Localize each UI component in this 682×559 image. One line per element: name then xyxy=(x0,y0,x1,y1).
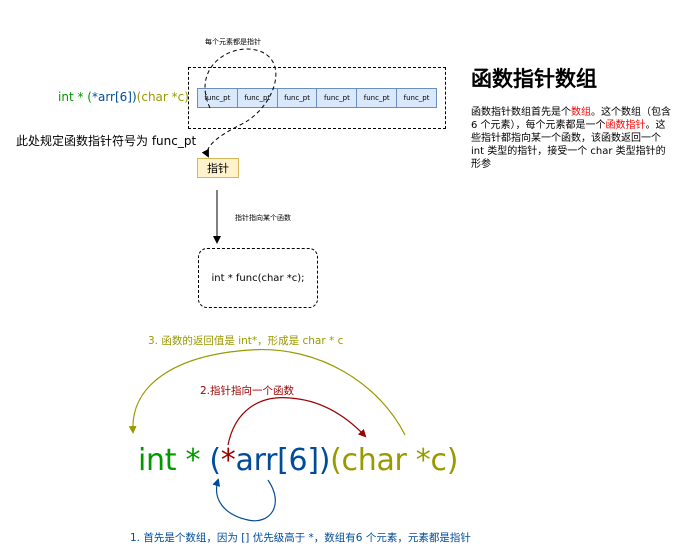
big-close-paren: ) xyxy=(318,443,331,478)
description: 函数指针数组首先是个数组。这个数组（包含 6 个元素），每个元素都是一个函数指针… xyxy=(471,106,671,171)
desc-highlight-array: 数组 xyxy=(571,107,591,118)
desc-text-2: 。这个数组（包含 6 个元素），每个元素都是一个 xyxy=(471,107,671,131)
array-container xyxy=(188,67,446,129)
big-open-paren: ( xyxy=(209,443,221,478)
decl-args: (char *c) xyxy=(136,90,189,104)
desc-text-3: 。这些指针都指向某一个函数，该函数返回一个 int 类型的指针，接受一个 cha… xyxy=(471,120,666,170)
desc-highlight-funcptr: 函数指针 xyxy=(605,120,646,131)
array-cell: func_pt xyxy=(236,88,278,108)
array-cell: func_pt xyxy=(396,88,437,108)
array-cell: func_pt xyxy=(316,88,358,108)
func-pt-note: 此处规定函数指针符号为 func_pt xyxy=(16,134,197,148)
big-arr: arr[6] xyxy=(235,443,320,478)
each-element-label: 每个元素都是指针 xyxy=(205,38,261,46)
pointer-to-function-label: 指针指向某个函数 xyxy=(235,214,291,222)
array-cell: func_pt xyxy=(197,88,238,108)
decl-close: ) xyxy=(131,90,137,104)
big-star: * xyxy=(220,443,236,478)
pointer-box: 指针 xyxy=(197,158,239,178)
array-row: func_pt func_pt func_pt func_pt func_pt … xyxy=(197,88,437,108)
decl-int: int * ( xyxy=(58,90,92,104)
decl-arr: *arr[6] xyxy=(91,90,132,104)
step-1-arrow xyxy=(212,478,276,522)
element-to-pointer-arrow xyxy=(201,48,277,158)
function-box: int * func(char *c); xyxy=(198,248,318,308)
step-2-arrow xyxy=(227,397,367,446)
step-2-label: 2.指针指向一个函数 xyxy=(200,385,295,397)
page-title: 函数指针数组 xyxy=(471,67,597,91)
small-declaration: int * (*arr[6])(char *c) xyxy=(58,90,189,104)
step-3-label: 3. 函数的返回值是 int*，形成是 char * c xyxy=(148,335,344,347)
big-declaration: int * (*arr[6])(char *c) xyxy=(138,443,458,478)
big-args: (char *c) xyxy=(330,443,459,478)
step-3-arrow xyxy=(128,348,406,436)
desc-text-1: 函数指针数组首先是个 xyxy=(471,107,571,118)
big-int: int * xyxy=(138,443,210,478)
step-1-label: 1. 首先是个数组，因为 [] 优先级高于 *，数组有6 个元素，元素都是指针 xyxy=(130,532,471,544)
